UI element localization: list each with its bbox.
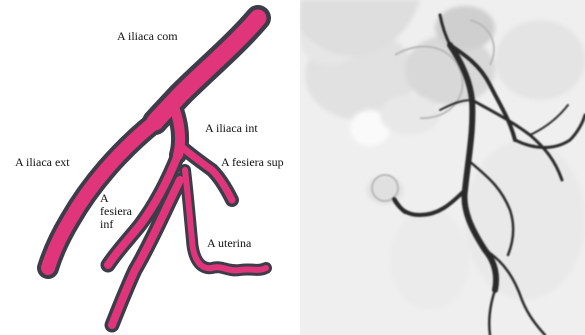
- vessel-fills: [48, 18, 266, 325]
- label-iliaca-int: A iliaca int: [205, 122, 258, 135]
- vessel-schematic-panel: A iliaca com A iliaca int A iliaca ext A…: [0, 0, 300, 335]
- vessel-outlines: [48, 18, 266, 325]
- angiography-svg: [300, 0, 585, 335]
- label-iliaca-ext: A iliaca ext: [15, 156, 70, 169]
- label-fesiera-sup: A fesiera sup: [221, 156, 284, 169]
- label-fesiera-inf: A fesiera inf: [100, 192, 140, 231]
- internal-iliac-fill: [175, 110, 180, 155]
- angiography-image: [300, 0, 585, 335]
- label-iliaca-com: A iliaca com: [117, 30, 178, 43]
- label-uterina: A uterina: [207, 237, 251, 250]
